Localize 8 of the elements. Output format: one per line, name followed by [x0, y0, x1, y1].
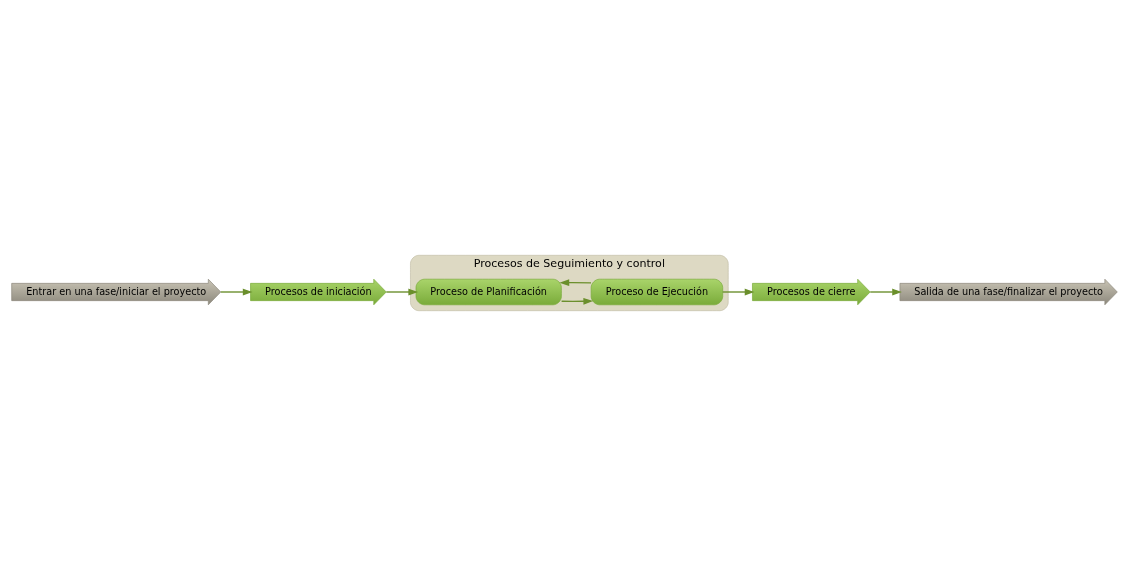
- node-box: Proceso de Planificación: [415, 278, 562, 306]
- arrow: [560, 297, 594, 305]
- node-box: Proceso de Ejecución: [590, 278, 724, 306]
- arrow: [220, 288, 253, 296]
- arrow: [559, 279, 592, 287]
- arrow: [869, 288, 902, 296]
- arrow: [722, 288, 755, 296]
- arrow: [385, 288, 419, 296]
